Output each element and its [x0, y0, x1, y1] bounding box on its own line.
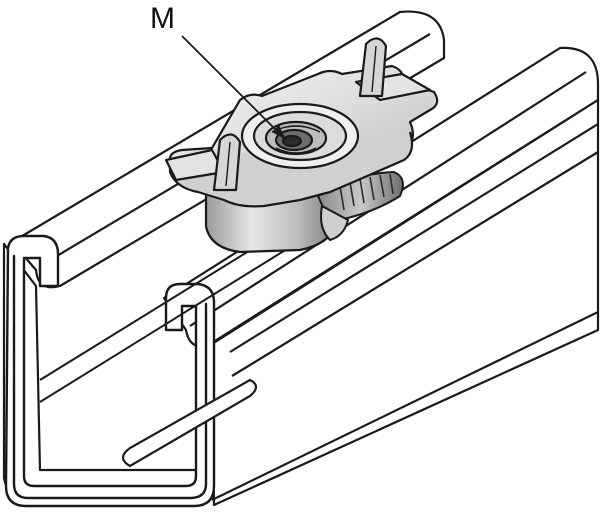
grip-fins [212, 37, 388, 192]
callout-m: M [150, 2, 287, 141]
callout-label: M [150, 2, 175, 35]
left-side-wall [2, 242, 198, 504]
callout-arrowhead [272, 125, 286, 140]
retaining-plate [164, 37, 439, 208]
spring-band-ridges [339, 173, 394, 211]
web-slot [121, 378, 258, 468]
callout-leader [181, 35, 287, 141]
